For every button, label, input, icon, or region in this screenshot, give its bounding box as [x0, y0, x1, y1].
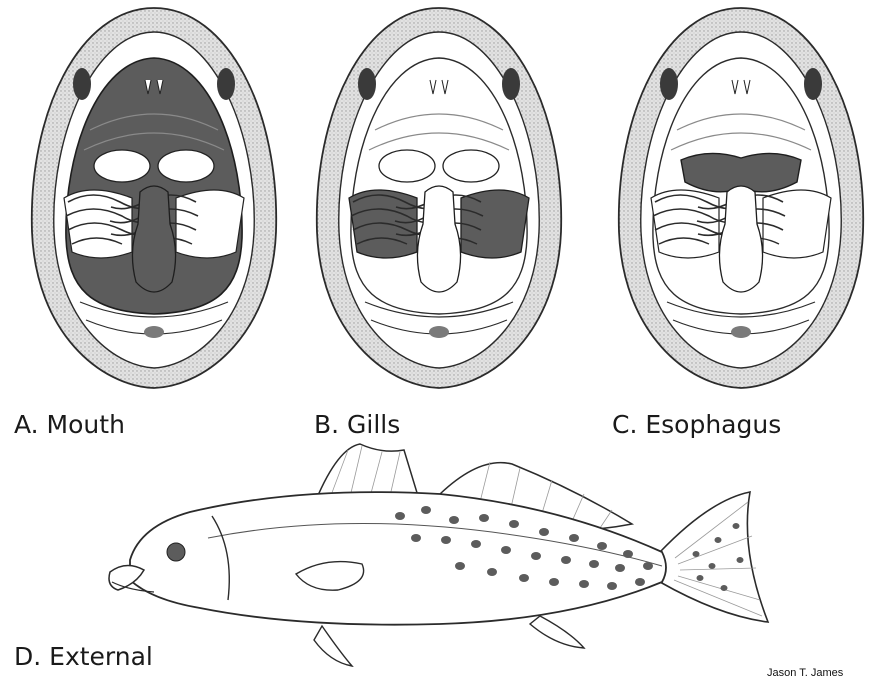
head-ventral-illustration-a [20, 2, 288, 392]
panel-gills-view [305, 2, 573, 392]
label-mouth: A. Mouth [14, 410, 125, 439]
gill-right-highlight [461, 190, 529, 258]
eye-right-icon [217, 68, 235, 100]
fish-external-view [100, 440, 790, 680]
eye-left-icon [660, 68, 678, 100]
eye-left-icon [358, 68, 376, 100]
fish-illustration [100, 440, 790, 680]
label-gills: B. Gills [314, 410, 400, 439]
panel-esophagus-view [607, 2, 875, 392]
eye-left-icon [73, 68, 91, 100]
eye-right-icon [804, 68, 822, 100]
artist-credit: Jason T. James [767, 667, 843, 679]
gill-left-highlight [349, 190, 417, 258]
fish-eye-icon [167, 543, 185, 561]
head-ventral-illustration-b [305, 2, 573, 392]
eye-right-icon [502, 68, 520, 100]
panel-mouth-view [20, 2, 288, 392]
head-ventral-illustration-c [607, 2, 875, 392]
label-esophagus: C. Esophagus [612, 410, 781, 439]
